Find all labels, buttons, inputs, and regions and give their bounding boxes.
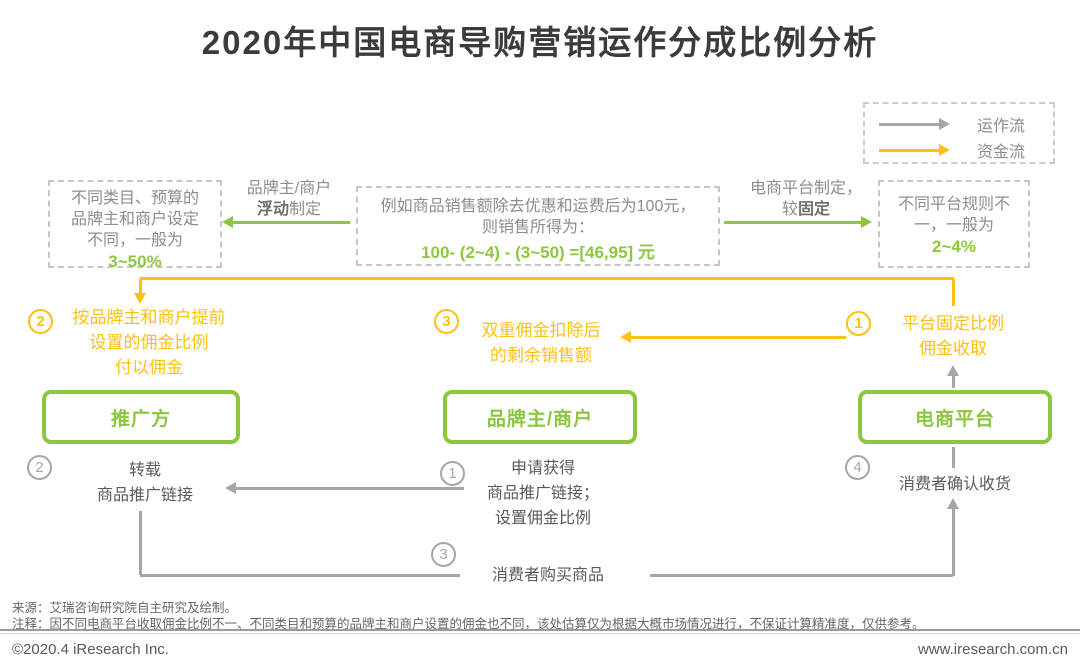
op-flow-right-riser (952, 508, 955, 576)
fund-flow-down-arrow-head (134, 293, 146, 304)
fund-step-1-badge: 1 (846, 311, 871, 336)
op-flow-left-arrow-line (234, 487, 464, 490)
op-step-3-text: 消费者购买商品 (491, 567, 604, 584)
op-flow-bottom-line-left (140, 574, 460, 577)
text-line: 付以佣金 (115, 358, 183, 377)
fund-step-1-text: 平台固定比例 佣金收取 (882, 311, 1024, 361)
text-line: 不同，一般为 (86, 232, 183, 249)
commission-range-box-platform: 不同平台规则不 一，一般为 2~4% (878, 180, 1030, 268)
legend-row-fund-flow: 资金流 (879, 139, 1039, 161)
text-line: 设置佣金比例 (494, 510, 591, 527)
fund-flow-left-drop (139, 279, 142, 294)
fund-flow-arrow-head (620, 331, 631, 343)
op-step-1-badge: 1 (440, 461, 465, 486)
text-line: 设置的佣金比例 (89, 333, 209, 352)
highlight-percentage: 2~4% (932, 237, 976, 256)
text-line: 电商平台制定， (749, 180, 862, 197)
text-line: 品牌主和商户设定 (70, 211, 199, 228)
text-line: 商品推广链接； (486, 485, 599, 502)
op-flow-line-platform-to-confirm (952, 447, 955, 468)
text-line: 按品牌主和商户提前 (72, 308, 226, 327)
gray-arrow-icon (879, 118, 951, 130)
fund-flow-arrow-line (630, 336, 846, 339)
text-line: 不同平台规则不 (897, 196, 1010, 213)
highlight-percentage: 3~50% (108, 252, 162, 271)
fund-flow-right-drop (952, 279, 955, 306)
text-line: 平台固定比例 (902, 314, 1004, 333)
op-step-2-badge: 2 (27, 455, 52, 480)
op-step-4-badge: 4 (845, 455, 870, 480)
formula-text: 100- (2~4) - (3~50) =[46,95] 元 (421, 243, 655, 262)
text-line: 不同类目、预算的 (70, 190, 199, 207)
annotation-note: 注释：因不同电商平台收取佣金比例不一、不同类目和预算的品牌主和商户设置的佣金也不… (12, 617, 925, 631)
page-title: 2020年中国电商导购营销运作分成比例分析 (201, 24, 879, 61)
text-line: 双重佣金扣除后 (481, 321, 601, 340)
label-brand-set-floating: 品牌主/商户 浮动制定 (228, 178, 350, 220)
fund-step-3-text: 双重佣金扣除后 的剩余销售额 (466, 318, 616, 368)
text-line: 浮动制定 (256, 201, 322, 218)
entity-box-platform: 电商平台 (858, 390, 1052, 444)
green-arrow-right-head (861, 216, 872, 228)
text-line: 申请获得 (510, 460, 575, 477)
op-flow-left-arrow-head (225, 482, 236, 494)
website-url: www.iresearch.com.cn (917, 641, 1068, 658)
example-calculation-box: 例如商品销售额除去优惠和运费后为100元， 则销售所得为： 100- (2~4)… (356, 186, 720, 266)
legend-label-fund-flow: 资金流 (977, 144, 1026, 161)
text-line: 的剩余销售额 (490, 346, 592, 365)
text-line: 转载 (128, 462, 161, 479)
text-line: 佣金收取 (919, 339, 987, 358)
text-line: 商品推广链接 (96, 487, 193, 504)
fund-flow-top-line (140, 277, 954, 280)
entity-box-brand: 品牌主/商户 (443, 390, 637, 444)
fund-step-2-badge: 2 (28, 309, 53, 334)
yellow-arrow-icon (879, 144, 951, 156)
op-flow-up-arrow-head-confirm (947, 498, 959, 509)
op-step-2-text: 转载 商品推广链接 (70, 458, 220, 508)
green-arrow-left-head (222, 216, 233, 228)
op-step-4-text: 消费者确认收货 (898, 476, 1011, 493)
text-line: 一，一般为 (913, 217, 994, 234)
op-flow-up-arrow-head-platform (947, 365, 959, 376)
text-line: 则销售所得为： (481, 219, 594, 236)
label-platform-set-fixed: 电商平台制定， 较固定 (738, 178, 874, 220)
op-flow-bottom-line-right (650, 574, 953, 577)
source-note: 来源：艾瑞咨询研究院自主研究及绘制。 (12, 601, 238, 615)
green-arrow-right-line (724, 221, 862, 224)
op-flow-left-dropper (139, 511, 142, 575)
op-flow-up-line-platform (952, 374, 955, 388)
op-step-3-badge: 3 (431, 542, 456, 567)
fund-step-3-badge: 3 (434, 309, 459, 334)
text-line: 较固定 (781, 201, 831, 218)
fund-step-2-text: 按品牌主和商户提前 设置的佣金比例 付以佣金 (58, 305, 240, 380)
legend-label-operation-flow: 运作流 (977, 118, 1026, 135)
green-arrow-left-line (232, 221, 350, 224)
legend: 运作流 资金流 (863, 102, 1055, 164)
commission-range-box-promoter: 不同类目、预算的 品牌主和商户设定 不同，一般为 3~50% (48, 180, 222, 271)
legend-row-operation-flow: 运作流 (879, 113, 1039, 135)
text-line: 例如商品销售额除去优惠和运费后为100元， (380, 198, 696, 215)
copyright-text: ©2020.4 iResearch Inc. (12, 641, 169, 658)
entity-box-promoter: 推广方 (42, 390, 240, 444)
text-line: 品牌主/商户 (246, 180, 332, 197)
footer-divider (0, 629, 1080, 634)
op-step-1-text: 申请获得 商品推广链接； 设置佣金比例 (462, 456, 624, 531)
